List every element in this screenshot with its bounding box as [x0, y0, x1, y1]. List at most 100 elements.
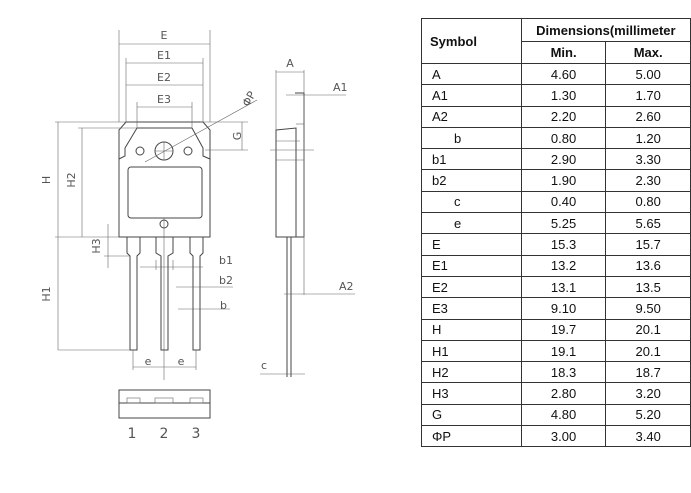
dim-label-e-left: e	[145, 355, 152, 368]
header-symbol: Symbol	[421, 18, 522, 64]
side-view	[260, 70, 355, 377]
cell-max: 0.80	[605, 190, 691, 214]
cell-symbol: b2	[421, 169, 522, 192]
cell-symbol: H2	[421, 361, 522, 384]
cell-min: 1.90	[520, 169, 607, 192]
cell-min: 9.10	[520, 297, 607, 320]
pin-label-2: 2	[160, 426, 169, 442]
cell-max: 5.00	[605, 62, 691, 86]
package-outline-drawing: E E1 E2 E3 ΦP G H H2 H3 H1 b1 b2 b e e A…	[40, 29, 355, 442]
cell-max: 18.7	[605, 361, 691, 384]
cell-symbol: e	[421, 212, 522, 235]
dim-label-E: E	[161, 29, 168, 42]
dimensions-table: Symbol Dimensions(millimeter Min. Max. A…	[421, 17, 691, 448]
cell-min: 2.20	[520, 105, 607, 128]
dim-label-phiP: ΦP	[240, 89, 259, 109]
cell-symbol: H	[421, 318, 522, 341]
cell-symbol: E1	[421, 254, 522, 277]
cell-max: 5.20	[605, 403, 691, 427]
dim-label-G: G	[231, 132, 244, 141]
cell-max: 13.5	[605, 275, 691, 299]
cell-max: 9.50	[605, 297, 691, 320]
cell-max: 3.30	[605, 148, 691, 171]
dim-label-b: b	[220, 299, 227, 312]
header-dimensions: Dimensions(millimeter	[520, 17, 691, 43]
dim-label-E2: E2	[157, 71, 171, 84]
cell-max: 1.70	[605, 84, 691, 107]
cell-min: 19.7	[520, 318, 607, 341]
cell-min: 13.1	[520, 275, 607, 299]
cell-max: 20.1	[605, 339, 691, 363]
cell-symbol: E2	[421, 275, 522, 299]
cell-min: 13.2	[520, 254, 607, 277]
cell-max: 13.6	[605, 254, 691, 277]
dim-label-e-right: e	[178, 355, 185, 368]
header-min: Min.	[520, 41, 607, 64]
cell-max: 2.60	[605, 105, 691, 128]
cell-min: 1.30	[520, 84, 607, 107]
cell-min: 15.3	[520, 233, 607, 256]
dim-label-A: A	[286, 57, 294, 70]
pin-label-3: 3	[192, 426, 201, 442]
cell-max: 2.30	[605, 169, 691, 192]
cell-min: 4.80	[520, 403, 607, 427]
cell-max: 1.20	[605, 126, 691, 150]
cell-max: 3.40	[605, 425, 691, 448]
cell-min: 0.80	[520, 126, 607, 150]
dim-label-E3: E3	[157, 93, 171, 106]
dim-label-b2: b2	[219, 274, 233, 287]
cell-max: 5.65	[605, 212, 691, 235]
dim-label-c: c	[261, 359, 267, 372]
dim-label-H1: H1	[40, 286, 53, 301]
cell-min: 19.1	[520, 339, 607, 363]
cell-symbol: ΦP	[421, 425, 522, 448]
dim-label-H2: H2	[65, 172, 78, 187]
dim-label-A2: A2	[339, 280, 354, 293]
cell-symbol: A1	[421, 84, 522, 107]
cell-max: 3.20	[605, 382, 691, 405]
cell-min: 2.80	[520, 382, 607, 405]
cell-symbol: H3	[421, 382, 522, 405]
cell-min: 3.00	[520, 425, 607, 448]
pin-label-1: 1	[128, 426, 137, 442]
leads	[126, 237, 204, 351]
tab-outline	[118, 127, 211, 160]
cell-min: 4.60	[520, 62, 607, 86]
cell-symbol: H1	[421, 339, 522, 363]
dim-label-E1: E1	[157, 49, 171, 62]
bottom-view	[118, 389, 211, 419]
dim-label-A1: A1	[333, 81, 348, 94]
cell-min: 2.90	[520, 148, 607, 171]
dim-label-H3: H3	[90, 238, 103, 253]
cell-min: 0.40	[520, 190, 607, 214]
cell-symbol: E3	[421, 297, 522, 320]
cell-min: 5.25	[520, 212, 607, 235]
cell-max: 15.7	[605, 233, 691, 256]
cell-min: 18.3	[520, 361, 607, 384]
cell-symbol: A	[421, 62, 522, 86]
cell-symbol: c	[421, 190, 522, 214]
dim-label-b1: b1	[219, 254, 233, 267]
header-max: Max.	[605, 41, 691, 64]
cell-symbol: G	[421, 403, 522, 427]
cell-symbol: E	[421, 233, 522, 256]
cell-symbol: b1	[421, 148, 522, 171]
dim-label-H: H	[40, 176, 53, 184]
